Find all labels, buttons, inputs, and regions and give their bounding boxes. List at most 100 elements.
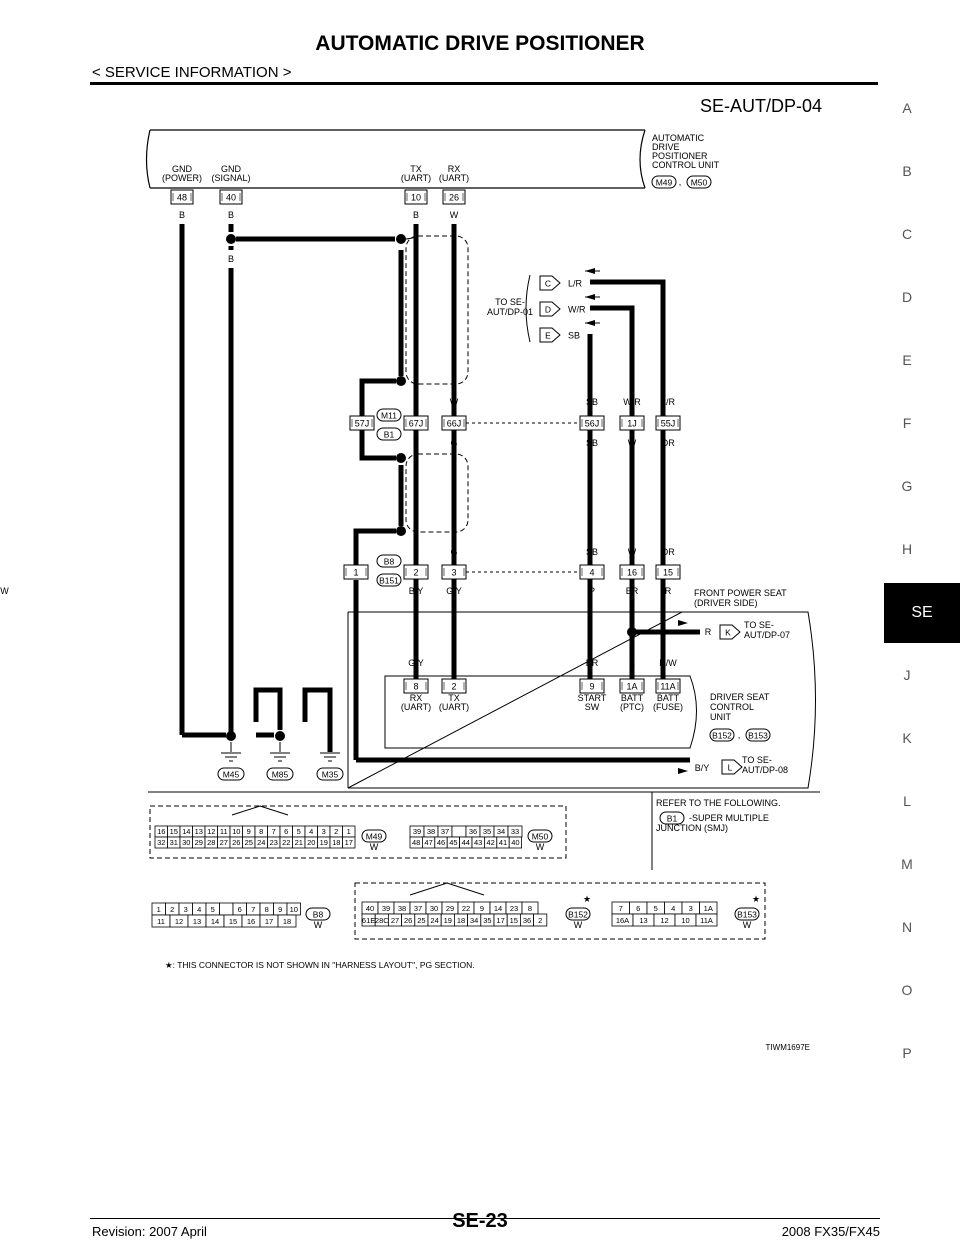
m50-cavity xyxy=(451,825,467,838)
star-mark: ★ xyxy=(583,894,591,904)
cavity-number: 12 xyxy=(660,916,668,925)
cavity-number: 25 xyxy=(417,916,425,925)
connector-tag xyxy=(527,829,553,843)
pin-number: 1J xyxy=(627,419,637,429)
connector-tag xyxy=(659,811,685,825)
connector-tag xyxy=(734,907,760,921)
wire-color: SB xyxy=(586,397,598,407)
side-tab-j[interactable]: J xyxy=(903,667,911,683)
pin-function: GND xyxy=(172,164,193,174)
wire-color: Y xyxy=(413,547,419,557)
cavity-number: 36 xyxy=(523,916,531,925)
wire-color: Y xyxy=(413,438,419,448)
side-tab-k[interactable]: K xyxy=(902,730,912,746)
cavity-number: 46 xyxy=(437,838,445,847)
wire-color: BR xyxy=(586,658,599,668)
side-tab-o[interactable]: O xyxy=(901,982,913,998)
footer-rule xyxy=(90,1218,880,1219)
side-tab-g[interactable]: G xyxy=(901,478,913,494)
cavity-number: 42 xyxy=(486,838,494,847)
connector-pin xyxy=(655,678,681,694)
wire-gnd xyxy=(253,687,283,730)
cavity-number: 7 xyxy=(251,905,255,914)
connector-pin xyxy=(403,678,429,694)
cavity-number: 19 xyxy=(444,916,452,925)
wire-color: G/Y xyxy=(446,586,462,596)
pin-function: RX xyxy=(410,693,423,703)
connector-pin xyxy=(655,415,681,431)
connector-id: B153 xyxy=(737,910,757,920)
cavity-number: 4 xyxy=(671,904,675,913)
b152-cavity xyxy=(533,913,548,927)
side-tab-e[interactable]: E xyxy=(902,352,912,368)
connector-tag xyxy=(305,907,331,921)
cavity-number: 27 xyxy=(391,916,399,925)
pin-number: 4 xyxy=(589,568,594,578)
cavity-number: 13 xyxy=(639,916,647,925)
cavity-number: 11 xyxy=(157,917,165,926)
flag-letter: E xyxy=(545,331,551,341)
cavity-number: 10 xyxy=(290,905,298,914)
cavity-number: 39 xyxy=(413,827,421,836)
pin-number: 10 xyxy=(411,193,421,203)
wire-color: G xyxy=(450,547,457,557)
side-tab-p[interactable]: P xyxy=(902,1045,912,1061)
cavity-number: 17 xyxy=(496,916,504,925)
side-tab-f[interactable]: F xyxy=(902,415,912,431)
wire-color: B xyxy=(179,210,185,220)
pin-function: (SIGNAL) xyxy=(211,173,250,183)
connector-tag xyxy=(709,728,735,742)
cavity-number: 12 xyxy=(175,917,183,926)
connector-id: M35 xyxy=(322,770,339,780)
cavity-number: 61E xyxy=(362,916,375,925)
pin-function: (UART) xyxy=(439,702,469,712)
b153-cavity xyxy=(695,913,718,927)
side-tab-b[interactable]: B xyxy=(902,163,912,179)
pin-function: TX xyxy=(448,693,460,703)
cavity-number: 2 xyxy=(334,827,338,836)
unit-name: POSITIONER xyxy=(652,151,708,161)
cavity-number: 29 xyxy=(195,838,203,847)
ref-label: TO SE- xyxy=(744,620,774,630)
side-tab-c[interactable]: C xyxy=(901,226,913,242)
wire-color: R xyxy=(665,586,672,596)
wire-color: W/R xyxy=(623,397,641,407)
wire-color: OR xyxy=(661,438,675,448)
flag-letter: C xyxy=(545,279,551,289)
connector-id: M85 xyxy=(272,770,289,780)
connector-id: B152 xyxy=(712,731,732,741)
side-tab-active[interactable]: SE xyxy=(884,583,960,643)
pin-number: 57J xyxy=(355,419,370,429)
connector-key xyxy=(409,882,485,896)
connector-id: B151 xyxy=(379,576,399,586)
pin-number: 9 xyxy=(589,682,594,692)
connector-id: B152 xyxy=(568,910,588,920)
connector-frame xyxy=(149,805,567,859)
cavity-number: 2 xyxy=(538,916,542,925)
cavity-number: 5 xyxy=(211,905,215,914)
cavity-number: 13 xyxy=(193,917,201,926)
connector-id: B153 xyxy=(748,731,768,741)
pin-function: (FUSE) xyxy=(653,702,683,712)
side-tab-h[interactable]: H xyxy=(901,541,913,557)
connector-pin xyxy=(404,189,428,205)
cavity-number: 25 xyxy=(245,838,253,847)
side-tab-n[interactable]: N xyxy=(901,919,913,935)
connector-tag xyxy=(376,427,402,441)
footer-page-number: SE-23 xyxy=(452,1210,508,1232)
side-tab-a[interactable]: A xyxy=(902,100,912,116)
side-tab-d[interactable]: D xyxy=(901,289,913,305)
connector-id: M49 xyxy=(366,832,383,842)
connector-tag xyxy=(565,907,591,921)
side-tab-m[interactable]: M xyxy=(901,856,913,872)
pin-number: 3 xyxy=(451,568,456,578)
side-tab-l[interactable]: L xyxy=(903,793,911,809)
pin-number: 40 xyxy=(226,193,236,203)
section-subtitle: < SERVICE INFORMATION > xyxy=(92,64,292,81)
cavity-number: 13 xyxy=(195,827,203,836)
cavity-number: 26 xyxy=(232,838,240,847)
cavity-number: 4 xyxy=(309,827,313,836)
cavity-number: 1 xyxy=(347,827,351,836)
cavity-number: 5 xyxy=(297,827,301,836)
cavity-number: 16A xyxy=(616,916,629,925)
